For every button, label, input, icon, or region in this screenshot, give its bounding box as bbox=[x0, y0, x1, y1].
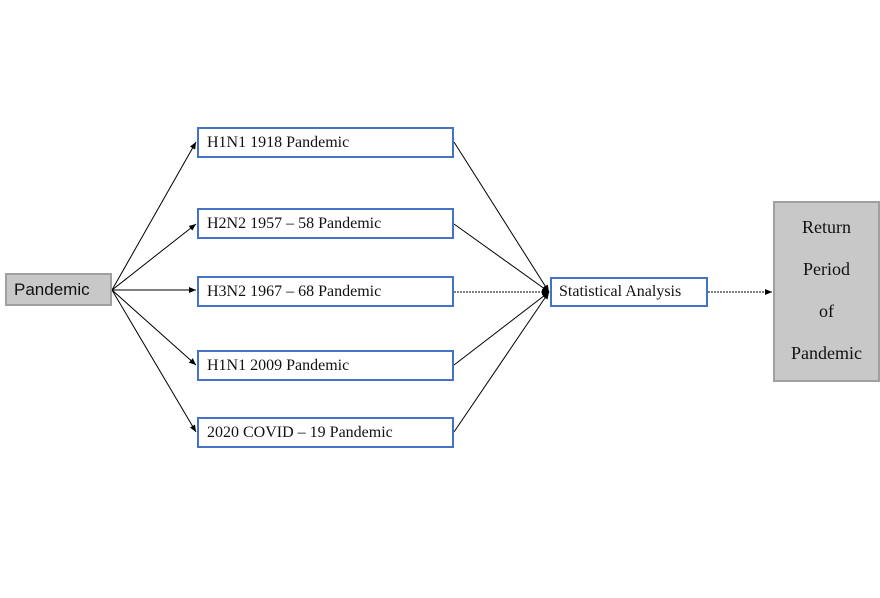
pandemic-label: 2020 COVID – 19 Pandemic bbox=[207, 423, 393, 441]
analysis-node: Statistical Analysis bbox=[550, 277, 708, 307]
arrow-source-to-2009 bbox=[111, 289, 197, 366]
pandemic-label: H1N1 1918 Pandemic bbox=[207, 133, 350, 151]
pandemic-node-2009: H1N1 2009 Pandemic bbox=[197, 350, 454, 381]
pandemic-label: H2N2 1957 – 58 Pandemic bbox=[207, 214, 382, 232]
arrow-2020-to-analysis bbox=[453, 291, 550, 433]
pandemic-node-1957: H2N2 1957 – 58 Pandemic bbox=[197, 208, 454, 239]
pandemic-label: H3N2 1967 – 68 Pandemic bbox=[207, 282, 382, 300]
pandemic-label: H1N1 2009 Pandemic bbox=[207, 356, 350, 374]
arrow-2009-to-analysis bbox=[453, 291, 550, 366]
source-label: Pandemic bbox=[14, 279, 90, 299]
pandemic-node-1967: H3N2 1967 – 68 Pandemic bbox=[197, 276, 454, 307]
result-line: Return bbox=[802, 217, 851, 238]
result-line: of bbox=[819, 300, 834, 321]
result-line: Pandemic bbox=[791, 342, 862, 363]
arrow-1918-to-analysis bbox=[453, 141, 550, 293]
analysis-label: Statistical Analysis bbox=[559, 283, 682, 300]
pandemic-node-2020: 2020 COVID – 19 Pandemic bbox=[197, 417, 454, 448]
arrow-source-to-1918 bbox=[111, 141, 197, 291]
pandemic-node-1918: H1N1 1918 Pandemic bbox=[197, 127, 454, 158]
result-node: Return Period of Pandemic bbox=[773, 201, 880, 382]
result-line: Period bbox=[803, 259, 850, 280]
arrow-source-to-1957 bbox=[111, 223, 197, 291]
source-node: Pandemic bbox=[5, 273, 112, 306]
arrow-1957-to-analysis bbox=[453, 223, 550, 293]
arrow-source-to-2020 bbox=[111, 289, 197, 433]
